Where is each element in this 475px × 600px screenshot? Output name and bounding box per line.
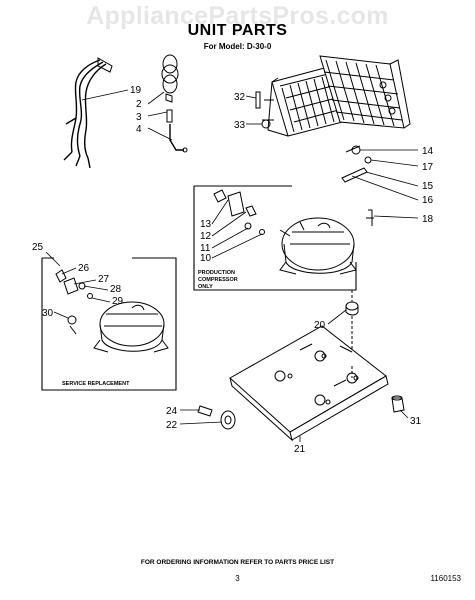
callout-10: 10	[200, 253, 212, 264]
callout-3: 3	[136, 112, 142, 123]
page-number: 3	[235, 574, 240, 583]
callout-25: 25	[32, 242, 44, 253]
callout-28: 28	[110, 284, 122, 295]
callout-16: 16	[422, 195, 434, 206]
callout-12: 12	[200, 231, 212, 242]
watermark: AppliancePartsPros.com	[86, 2, 389, 30]
document-number: 1160153	[430, 574, 461, 583]
page-title: UNIT PARTS	[187, 22, 288, 39]
box-labels: PRODUCTION COMPRESSOR ONLY SERVICE REPLA…	[62, 270, 238, 387]
production-label-2: COMPRESSOR	[198, 277, 238, 283]
callout-18: 18	[422, 214, 434, 225]
callout-33: 33	[234, 120, 246, 131]
production-compressor-box	[193, 185, 374, 291]
callout-31: 31	[410, 416, 422, 427]
production-label-1: PRODUCTION	[198, 270, 235, 276]
base-plate	[229, 325, 389, 442]
callout-21: 21	[294, 444, 306, 455]
production-label-3: ONLY	[198, 284, 213, 290]
coil-fittings	[341, 145, 372, 183]
leader-lines	[45, 89, 419, 442]
screw-and-washer	[197, 405, 236, 430]
leveling-foot	[391, 395, 405, 413]
callout-13: 13	[200, 219, 212, 230]
callout-29: 29	[112, 296, 124, 307]
callout-17: 17	[422, 162, 434, 173]
callout-20: 20	[314, 320, 326, 331]
wire-harness	[63, 57, 113, 169]
callout-14: 14	[422, 146, 434, 157]
callout-4: 4	[136, 124, 142, 135]
callout-32: 32	[234, 92, 246, 103]
callout-22: 22	[166, 420, 178, 431]
service-replacement-box	[41, 257, 177, 391]
callout-30: 30	[42, 308, 54, 319]
model-subtitle: For Model: D-30-0	[203, 42, 272, 51]
callout-27: 27	[98, 274, 110, 285]
left-coil-fittings	[255, 91, 271, 129]
service-label: SERVICE REPLACEMENT	[62, 381, 130, 387]
callout-26: 26	[78, 263, 90, 274]
callout-numbers: 19 2 3 4 32 33 14 17 15 16 18 13 12 11 1…	[32, 85, 434, 455]
callout-11: 11	[200, 243, 211, 254]
ordering-note: FOR ORDERING INFORMATION REFER TO PARTS …	[140, 559, 335, 566]
callout-19: 19	[130, 85, 142, 96]
callout-2: 2	[136, 99, 142, 110]
callout-15: 15	[422, 181, 434, 192]
capillary-assembly	[161, 54, 188, 153]
callout-24: 24	[166, 406, 178, 417]
evaporator-coil	[319, 55, 411, 129]
